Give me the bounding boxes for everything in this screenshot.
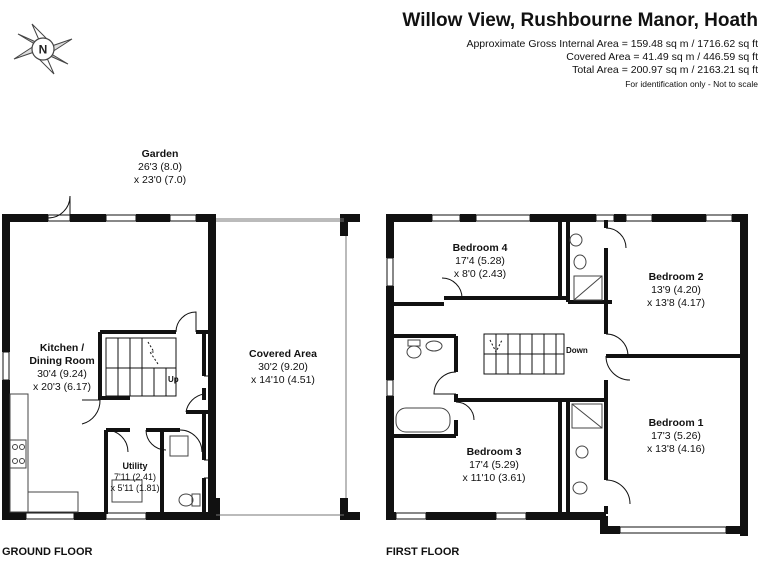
utility-name: Utility [122, 461, 148, 471]
covered-area-dimension-2: x 14'10 (4.51) [251, 374, 315, 386]
bedroom4-dimension-2: x 8'0 (2.43) [453, 268, 507, 280]
bedroom1-dimension-1: 17'3 (5.26) [651, 430, 701, 442]
kitchen-name-1: Kitchen / [39, 342, 85, 354]
property-title: Willow View, Rushbourne Manor, Hoath [402, 10, 758, 31]
utility-dimension-2: x 5'11 (1.81) [110, 483, 160, 493]
ground-wc-fixtures [169, 435, 201, 507]
bedroom1-name: Bedroom 1 [648, 417, 704, 429]
covered-area-total: Covered Area = 41.49 sq m / 446.59 sq ft [566, 51, 758, 63]
ground-floor-walls [2, 195, 360, 520]
compass-letter: N [39, 43, 48, 57]
bedroom3-dimension-1: 17'4 (5.29) [469, 459, 519, 471]
garden-dimension-2: x 23'0 (7.0) [133, 174, 187, 186]
bedroom2-dimension-2: x 13'8 (4.17) [646, 297, 706, 309]
covered-area-name: Covered Area [249, 348, 317, 360]
ground-floor-label: GROUND FLOOR [2, 546, 93, 558]
bedroom3-name: Bedroom 3 [466, 446, 522, 458]
bedroom1-dimension-2: x 13'8 (4.16) [646, 443, 706, 455]
gross-internal-area: Approximate Gross Internal Area = 159.48… [466, 38, 758, 50]
first-stairs-label: Down [566, 346, 588, 355]
kitchen-dimension-2: x 20'3 (6.17) [32, 381, 92, 393]
ground-stairs-label: Up [168, 375, 179, 384]
first-floor-walls [386, 214, 748, 536]
covered-area-dimension-1: 30'2 (9.20) [258, 361, 308, 373]
bedroom3-dimension-2: x 11'10 (3.61) [462, 472, 526, 484]
bedroom4-label: Bedroom 4 17'4 (5.28) x 8'0 (2.43) [430, 242, 530, 281]
kitchen-dimension-1: 30'4 (9.24) [37, 368, 87, 380]
first-floor-label: FIRST FLOOR [386, 546, 460, 558]
bedroom3-label: Bedroom 3 17'4 (5.29) x 11'10 (3.61) [444, 446, 544, 485]
bedroom4-dimension-1: 17'4 (5.28) [455, 255, 505, 267]
identification-note: For identification only - Not to scale [625, 79, 758, 89]
first-floor-fixtures [395, 233, 603, 495]
kitchen-fixtures [9, 393, 143, 513]
compass-rose-icon: N [13, 23, 73, 75]
garden-label: Garden 26'3 (8.0) x 23'0 (7.0) [110, 148, 210, 187]
garden-dimension-1: 26'3 (8.0) [137, 161, 183, 173]
kitchen-label: Kitchen / Dining Room 30'4 (9.24) x 20'3… [18, 342, 106, 394]
bedroom4-name: Bedroom 4 [452, 242, 508, 254]
kitchen-name-2: Dining Room [29, 355, 95, 367]
utility-label: Utility 7'11 (2.41) x 5'11 (1.81) [104, 461, 166, 494]
total-area: Total Area = 200.97 sq m / 2163.21 sq ft [572, 64, 758, 76]
utility-dimension-1: 7'11 (2.41) [113, 472, 157, 482]
bedroom2-dimension-1: 13'9 (4.20) [651, 284, 701, 296]
bedroom1-label: Bedroom 1 17'3 (5.26) x 13'8 (4.16) [626, 417, 726, 456]
bedroom2-name: Bedroom 2 [648, 271, 704, 283]
covered-area-label: Covered Area 30'2 (9.20) x 14'10 (4.51) [228, 348, 338, 387]
garden-name: Garden [141, 148, 179, 160]
bedroom2-label: Bedroom 2 13'9 (4.20) x 13'8 (4.17) [626, 271, 726, 310]
